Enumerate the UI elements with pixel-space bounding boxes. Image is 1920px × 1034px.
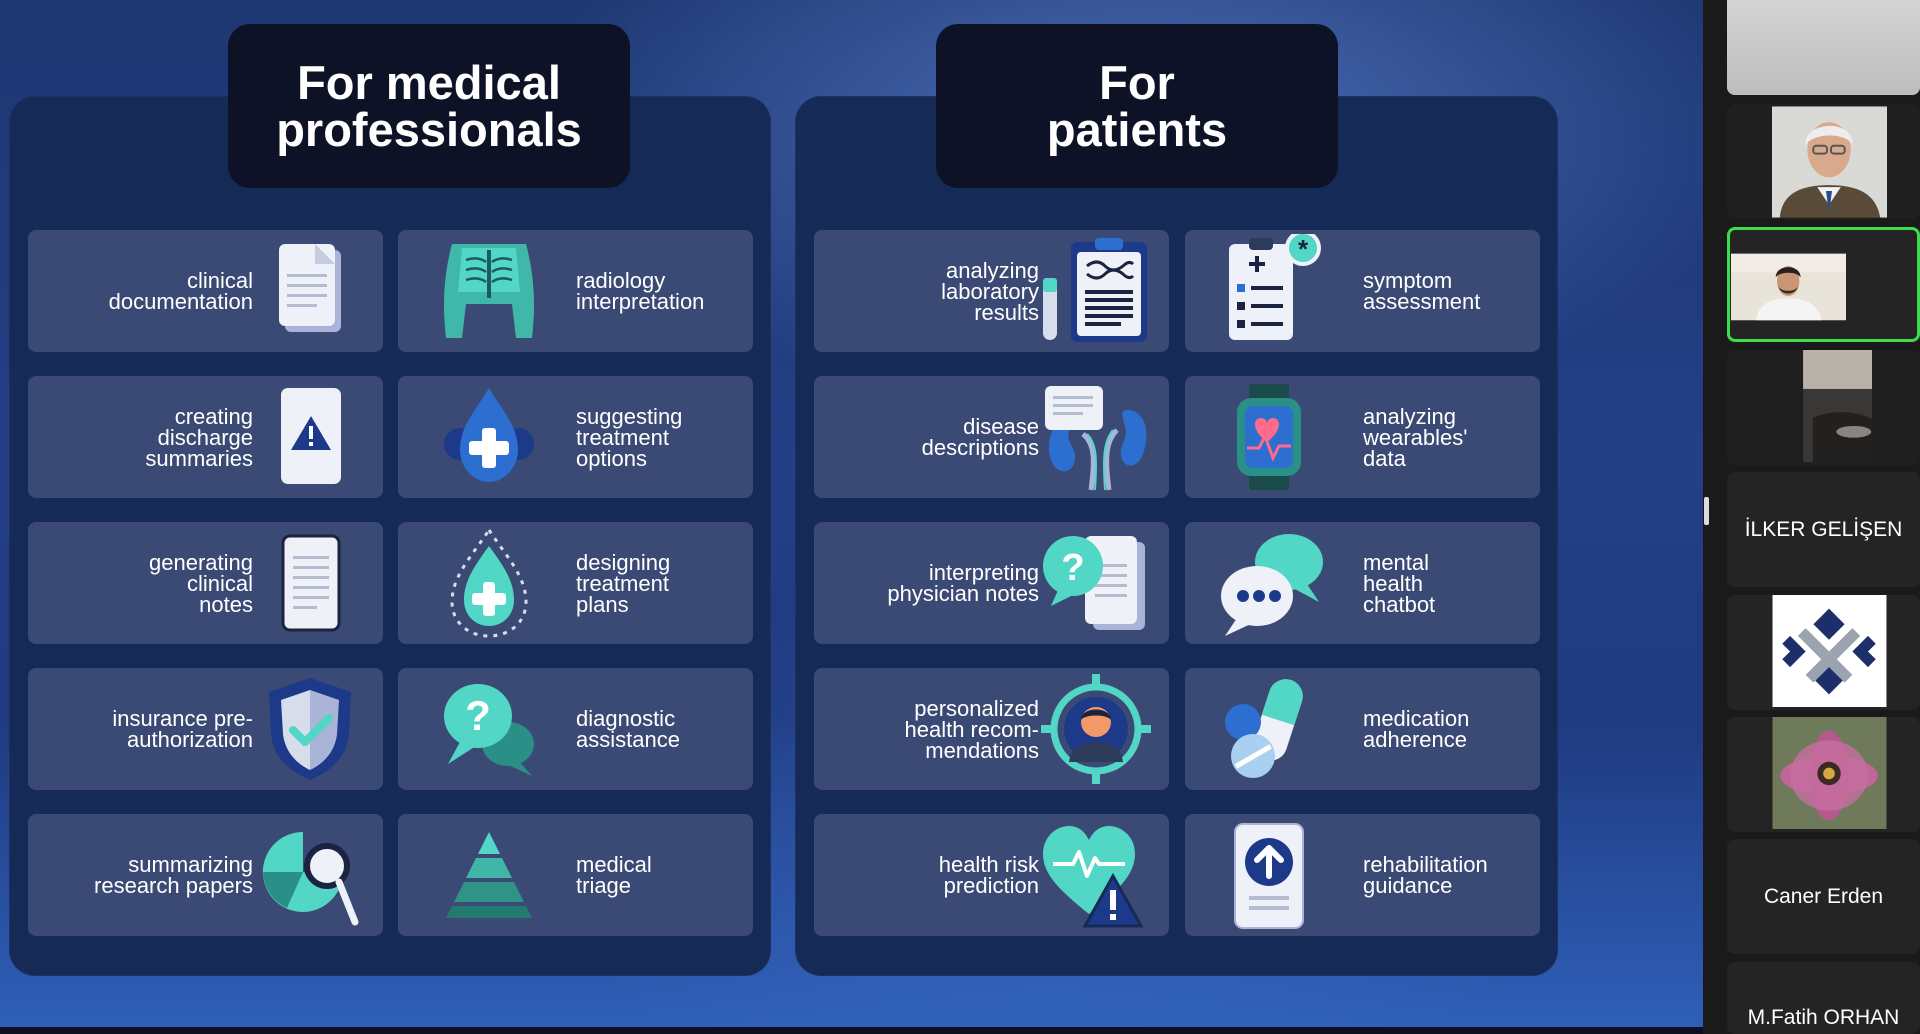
participant-tile-8[interactable]: Caner Erden bbox=[1727, 839, 1920, 954]
participant-tile-7[interactable] bbox=[1727, 717, 1920, 832]
participant-tile-6[interactable] bbox=[1727, 595, 1920, 710]
card-label: disease descriptions bbox=[921, 414, 1039, 460]
card-label: mental health chatbot bbox=[1363, 549, 1436, 617]
card-label: personalized health recom- mendations bbox=[904, 695, 1039, 763]
participant-video bbox=[1787, 350, 1872, 465]
medical-drop-cross-icon bbox=[432, 380, 546, 494]
notes-document-icon bbox=[253, 526, 367, 640]
pills-icon bbox=[1215, 672, 1329, 786]
participant-video bbox=[1772, 106, 1889, 219]
card-label: summarizing research papers bbox=[94, 852, 253, 898]
card-disease-descriptions: disease descriptions bbox=[814, 376, 1169, 498]
participant-tile-4[interactable] bbox=[1727, 350, 1920, 465]
card-diagnostic-assistance: diagnostic assistance ? bbox=[398, 668, 753, 790]
card-label: medication adherence bbox=[1363, 706, 1470, 752]
card-label: insurance pre- authorization bbox=[112, 706, 253, 752]
participant-name: İLKER GELİŞEN bbox=[1744, 517, 1903, 541]
professionals-title: For medical professionals bbox=[228, 24, 630, 188]
card-laboratory-results: analyzing laboratory results bbox=[814, 230, 1169, 352]
presentation-slide: For medical professionals For patients c… bbox=[0, 0, 1703, 1027]
participant-tile-5[interactable]: İLKER GELİŞEN bbox=[1727, 472, 1920, 587]
card-label: analyzing laboratory results bbox=[941, 257, 1039, 325]
card-label: interpreting physician notes bbox=[887, 560, 1039, 606]
card-clinical-notes: generating clinical notes bbox=[28, 522, 383, 644]
chat-bubbles-icon bbox=[1215, 526, 1329, 640]
card-symptom-assessment: symptom assessment * bbox=[1185, 230, 1540, 352]
card-clinical-documentation: clinical documentation bbox=[28, 230, 383, 352]
shield-check-icon bbox=[253, 672, 367, 786]
checklist-clipboard-icon: * bbox=[1215, 234, 1329, 348]
card-radiology-interpretation: radiology interpretation bbox=[398, 230, 753, 352]
question-chat-icon: ? bbox=[432, 672, 546, 786]
card-label: generating clinical notes bbox=[149, 549, 253, 617]
question-document-icon: ? bbox=[1039, 526, 1153, 640]
document-stack-icon bbox=[253, 234, 367, 348]
warning-document-icon bbox=[253, 380, 367, 494]
card-label: symptom assessment bbox=[1363, 268, 1481, 314]
card-insurance-preauthorization: insurance pre- authorization bbox=[28, 668, 383, 790]
participant-video bbox=[1727, 0, 1920, 95]
card-health-risk: health risk prediction bbox=[814, 814, 1169, 936]
dotted-drop-cross-icon bbox=[432, 526, 546, 640]
kidney-document-icon bbox=[1039, 380, 1153, 494]
participant-tile-2[interactable] bbox=[1727, 104, 1920, 219]
participant-name: Caner Erden bbox=[1763, 884, 1884, 908]
svg-text:?: ? bbox=[1061, 547, 1084, 589]
participant-video bbox=[1772, 717, 1889, 832]
card-mental-health-chatbot: mental health chatbot bbox=[1185, 522, 1540, 644]
participant-tile-3-active-speaker[interactable] bbox=[1727, 227, 1920, 342]
participant-tile-9[interactable]: M.Fatih ORHAN bbox=[1727, 962, 1920, 1034]
participant-logo bbox=[1772, 595, 1889, 710]
pie-magnifier-icon bbox=[253, 818, 367, 932]
card-label: medical triage bbox=[576, 852, 652, 898]
card-label: health risk prediction bbox=[938, 852, 1039, 898]
card-label: designing treatment plans bbox=[576, 549, 671, 617]
patients-title: For patients bbox=[936, 24, 1338, 188]
upload-document-icon bbox=[1215, 818, 1329, 932]
card-suggesting-treatment: suggesting treatment options bbox=[398, 376, 753, 498]
lab-report-icon bbox=[1039, 234, 1153, 348]
card-summarizing-research: summarizing research papers bbox=[28, 814, 383, 936]
card-label: creating discharge summaries bbox=[145, 403, 253, 471]
card-label: radiology interpretation bbox=[576, 268, 705, 314]
card-medical-triage: medical triage bbox=[398, 814, 753, 936]
card-personalized-recommendations: personalized health recom- mendations bbox=[814, 668, 1169, 790]
target-person-icon bbox=[1039, 672, 1153, 786]
card-discharge-summaries: creating discharge summaries bbox=[28, 376, 383, 498]
heart-warning-icon bbox=[1039, 818, 1153, 932]
svg-text:*: * bbox=[1298, 234, 1309, 264]
participant-tile-1[interactable] bbox=[1727, 0, 1920, 95]
card-rehabilitation-guidance: rehabilitation guidance bbox=[1185, 814, 1540, 936]
card-label: analyzing wearables' data bbox=[1363, 403, 1468, 471]
slide-bottom-bar bbox=[0, 1027, 1703, 1034]
pyramid-icon bbox=[432, 818, 546, 932]
card-wearables-data: analyzing wearables' data bbox=[1185, 376, 1540, 498]
card-medication-adherence: medication adherence bbox=[1185, 668, 1540, 790]
participant-name: M.Fatih ORHAN bbox=[1747, 1006, 1900, 1029]
participant-video bbox=[1731, 231, 1916, 338]
chest-xray-icon bbox=[432, 234, 546, 348]
card-label: suggesting treatment options bbox=[576, 403, 683, 471]
card-designing-treatment: designing treatment plans bbox=[398, 522, 753, 644]
smartwatch-icon bbox=[1215, 380, 1329, 494]
card-label: clinical documentation bbox=[108, 268, 253, 314]
card-physician-notes: interpreting physician notes ? bbox=[814, 522, 1169, 644]
card-label: rehabilitation guidance bbox=[1363, 852, 1488, 898]
gallery-resize-handle[interactable] bbox=[1704, 497, 1709, 525]
card-label: diagnostic assistance bbox=[576, 706, 680, 752]
svg-text:?: ? bbox=[465, 692, 491, 739]
